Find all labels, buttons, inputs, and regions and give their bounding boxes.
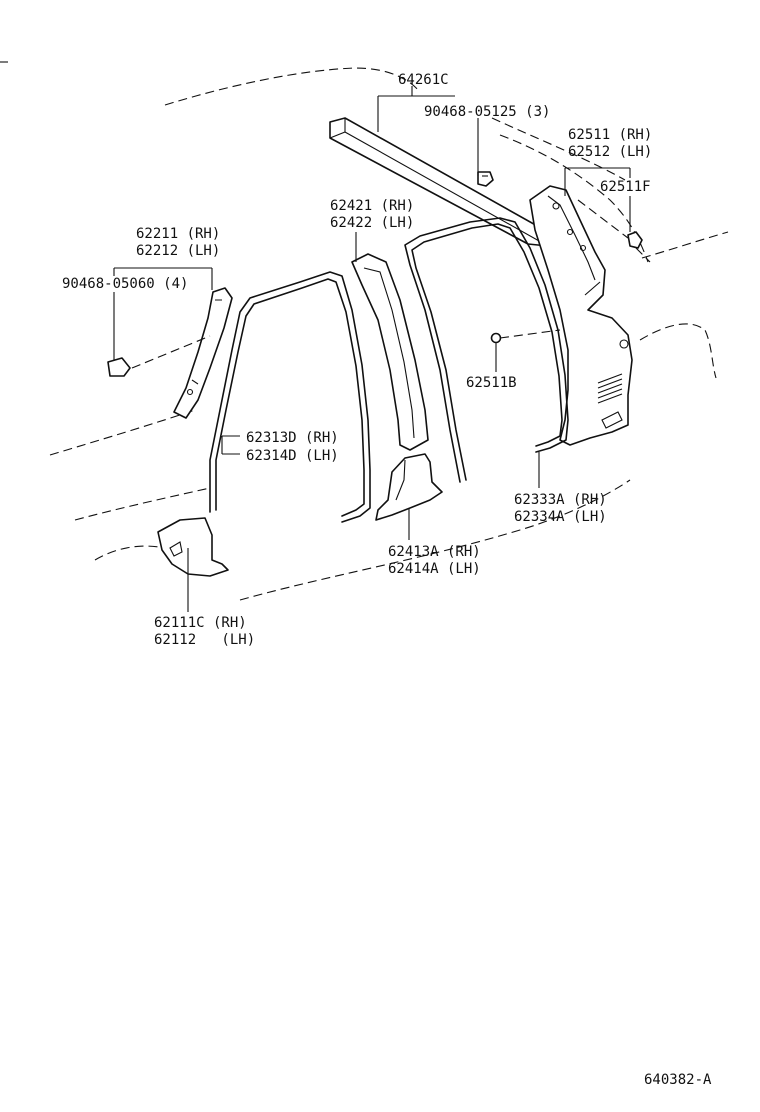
label-quarter-clip: 62511F — [600, 179, 651, 195]
label-quarter-fastener: 62511B — [466, 375, 517, 391]
body-outline — [0, 61, 729, 601]
label-front-door-weatherstrip-lh: 62314D (LH) — [246, 448, 339, 464]
quarter-clip-part — [627, 231, 643, 249]
rail-clip-part — [477, 171, 494, 187]
quarter-fastener-part — [490, 332, 502, 352]
front-pillar-garnish-part — [173, 287, 233, 419]
quarter-trim-part — [529, 185, 633, 446]
callout-labels: 64261C 90468-05125 (3) 62511 (RH) 62512 … — [62, 72, 712, 1088]
leader-lines — [113, 86, 631, 612]
label-cowl-side-trim-rh: 62111C (RH) — [154, 615, 247, 631]
figure-number: 640382-A — [644, 1072, 712, 1088]
label-rail-clip: 90468-05125 (3) — [424, 104, 550, 120]
label-center-pillar-lower-rh: 62413A (RH) — [388, 544, 481, 560]
label-rear-door-weatherstrip-lh: 62334A (LH) — [514, 509, 607, 525]
front-door-weatherstrip-part — [209, 271, 371, 523]
label-front-pillar-garnish-lh: 62212 (LH) — [136, 243, 220, 259]
label-cowl-side-trim-lh: 62112 (LH) — [154, 632, 255, 648]
front-pillar-clip-part — [107, 357, 131, 377]
center-pillar-lower-part — [375, 453, 443, 521]
cowl-side-trim-part — [157, 517, 229, 577]
label-rear-door-weatherstrip-rh: 62333A (RH) — [514, 492, 607, 508]
label-center-pillar-garnish-rh: 62421 (RH) — [330, 198, 414, 214]
label-center-pillar-garnish-lh: 62422 (LH) — [330, 215, 414, 231]
label-center-pillar-lower-lh: 62414A (LH) — [388, 561, 481, 577]
center-pillar-garnish-part — [351, 253, 429, 451]
label-quarter-trim-lh: 62512 (LH) — [568, 144, 652, 160]
label-roof-side-rail: 64261C — [398, 72, 449, 88]
label-front-pillar-clip: 90468-05060 (4) — [62, 276, 188, 292]
label-front-pillar-garnish-rh: 62211 (RH) — [136, 226, 220, 242]
label-front-door-weatherstrip-rh: 62313D (RH) — [246, 430, 339, 446]
rear-door-weatherstrip-part — [404, 217, 569, 483]
label-quarter-trim-rh: 62511 (RH) — [568, 127, 652, 143]
